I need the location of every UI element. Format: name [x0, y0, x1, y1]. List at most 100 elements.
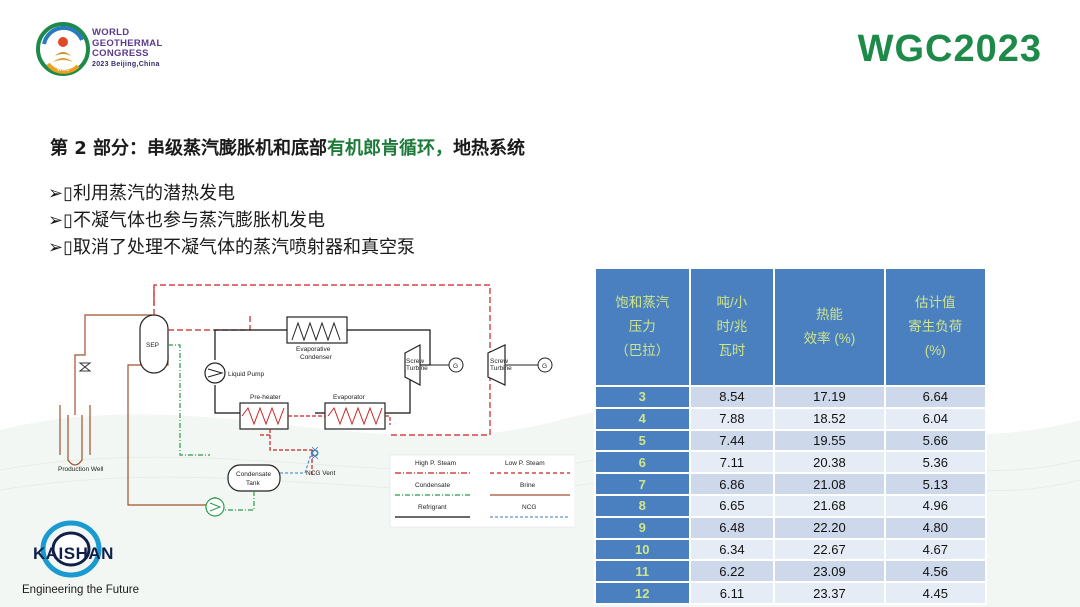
- production-well: [59, 405, 91, 466]
- preheater-label: Pre-heater: [250, 394, 282, 401]
- evaporator-label: Evaporator: [333, 394, 366, 401]
- logo-badge: WGC: [57, 67, 70, 73]
- brine-line: [74, 314, 152, 415]
- evap-condenser-label-1: Evaporative: [296, 346, 331, 353]
- generator-2-label: G: [542, 363, 547, 370]
- efficiency-cell: 23.37: [773, 581, 886, 605]
- logo-line-1: WORLD: [92, 27, 130, 38]
- logo-subtitle: 2023 Beijing,China: [92, 60, 160, 68]
- pressure-cell: 9: [594, 515, 691, 540]
- efficiency-cell: 18.52: [773, 406, 886, 431]
- header-parasitic-line-1: 估计值: [915, 295, 956, 310]
- legend-refrigrant: Refrigrant: [418, 504, 447, 511]
- ton-cell: 8.54: [688, 385, 776, 409]
- kaishan-logo-icon: [40, 520, 102, 578]
- ton-cell: 7.88: [688, 406, 776, 431]
- title-post: 地热系统: [453, 138, 526, 159]
- header-ton-line-1: 吨/小: [716, 295, 748, 310]
- generator-1-label: G: [453, 363, 458, 370]
- wgc-logo-text: WORLD GEOTHERMAL CONGRESS 2023 Beijing,C…: [92, 27, 163, 70]
- condensate-pump-icon: [205, 497, 225, 517]
- ncg-vent-label: NCG Vent: [306, 470, 335, 477]
- header-ton-line-2: 时/兆: [716, 319, 748, 334]
- screw-turbine-1: [404, 344, 421, 386]
- efficiency-cell: 22.67: [773, 537, 886, 562]
- ton-cell: 6.86: [688, 472, 776, 496]
- condensate-tank-label-2: Tank: [246, 480, 260, 487]
- production-well-label: Production Well: [58, 466, 104, 473]
- evap-condenser-label-2: Condenser: [300, 354, 333, 361]
- table-row: 3 8.54 17.19 6.64: [594, 385, 988, 409]
- legend-brine: Brine: [520, 482, 536, 489]
- efficiency-cell: 19.55: [773, 428, 886, 453]
- parasitic-cell: 4.56: [883, 559, 988, 584]
- title-pre: 第 2 部分：串级蒸汽膨胀机和底部: [50, 138, 328, 159]
- condensate-tank: [227, 464, 281, 492]
- header-pressure-line-3: （巴拉）: [615, 343, 670, 358]
- company-name: KAISHAN: [33, 544, 114, 563]
- process-flow-diagram: Production Well SEP Evaporative Condense…: [58, 284, 575, 528]
- company-tagline: Engineering the Future: [22, 584, 139, 596]
- parasitic-cell: 4.67: [883, 537, 988, 562]
- header-ton-line-3: 瓦时: [718, 343, 746, 358]
- logo-line-3: CONGRESS: [92, 48, 149, 59]
- turbine1-label-2: Turbine: [406, 365, 428, 372]
- efficiency-table: 饱和蒸汽 压力 （巴拉） 吨/小 时/兆 瓦时 热能 效率 (%): [594, 267, 988, 605]
- ton-cell: 6.48: [688, 515, 776, 540]
- table-row: 11 6.22 23.09 4.56: [594, 559, 988, 584]
- parasitic-cell: 4.45: [883, 581, 988, 605]
- header-parasitic-line-3: (%): [924, 343, 946, 358]
- liquid-pump-icon: [204, 362, 226, 384]
- parasitic-cell: 5.36: [883, 450, 988, 475]
- turbine2-label-1: Screw: [490, 358, 508, 365]
- efficiency-cell: 23.09: [773, 559, 886, 584]
- table-row: 10 6.34 22.67 4.67: [594, 537, 988, 562]
- parasitic-cell: 5.66: [883, 428, 988, 453]
- efficiency-cell: 20.38: [773, 450, 886, 475]
- generator-1-icon: [448, 357, 464, 373]
- header-ton-per-mwh: 吨/小 时/兆 瓦时: [688, 267, 776, 387]
- efficiency-cell: 17.19: [773, 385, 886, 409]
- bullet-item-3: ➢▯取消了处理不凝气体的蒸汽喷射器和真空泵: [48, 237, 415, 258]
- bullet-item-1: ➢▯利用蒸汽的潜热发电: [48, 183, 235, 204]
- header-efficiency-line-1: 热能: [815, 307, 843, 322]
- parasitic-cell: 5.13: [883, 472, 988, 496]
- legend-low-steam: Low P. Steam: [505, 460, 545, 467]
- parasitic-cell: 4.96: [883, 493, 988, 518]
- wgc-logo-emblem: WGC: [36, 22, 90, 76]
- title-accent: 有机郎肯循环，: [327, 138, 454, 159]
- pressure-cell: 5: [594, 428, 691, 453]
- header-pressure-line-1: 饱和蒸汽: [615, 295, 670, 310]
- table-row: 4 7.88 18.52 6.04: [594, 406, 988, 431]
- pressure-cell: 11: [594, 559, 691, 584]
- bullet-list: ➢▯利用蒸汽的潜热发电 ➢▯不凝气体也参与蒸汽膨胀机发电 ➢▯取消了处理不凝气体…: [48, 180, 415, 261]
- bullet-item-2: ➢▯不凝气体也参与蒸汽膨胀机发电: [48, 210, 325, 231]
- ton-cell: 6.11: [688, 581, 776, 605]
- ncg-vent-icon: [311, 446, 319, 460]
- ton-cell: 6.34: [688, 537, 776, 562]
- slide-title: 第 2 部分：串级蒸汽膨胀机和底部有机郎肯循环，地热系统: [50, 134, 525, 160]
- sep-label: SEP: [146, 342, 159, 349]
- condensate-tank-label-1: Condensate: [236, 471, 271, 478]
- valve-icon: [78, 362, 92, 372]
- turbine1-label-1: Screw: [406, 358, 424, 365]
- table-row: 5 7.44 19.55 5.66: [594, 428, 988, 453]
- legend-high-steam: High P. Steam: [415, 460, 456, 467]
- logo-line-2: GEOTHERMAL: [92, 37, 163, 49]
- pressure-cell: 10: [594, 537, 691, 562]
- header-parasitic-line-2: 寄生负荷: [908, 319, 963, 334]
- efficiency-cell: 21.68: [773, 493, 886, 518]
- turbine2-label-2: Turbine: [490, 365, 512, 372]
- generator-2-icon: [537, 357, 553, 373]
- screw-turbine-2: [487, 344, 506, 386]
- ton-cell: 6.65: [688, 493, 776, 518]
- efficiency-cell: 22.20: [773, 515, 886, 540]
- table-row: 7 6.86 21.08 5.13: [594, 472, 988, 496]
- ton-cell: 7.11: [688, 450, 776, 475]
- table-row: 9 6.48 22.20 4.80: [594, 515, 988, 540]
- pressure-cell: 7: [594, 472, 691, 496]
- header-pressure-line-2: 压力: [628, 319, 656, 334]
- header-parasitic-load: 估计值 寄生负荷 (%): [883, 267, 988, 387]
- header-efficiency-line-2: 效率 (%): [803, 331, 856, 346]
- pressure-cell: 4: [594, 406, 691, 431]
